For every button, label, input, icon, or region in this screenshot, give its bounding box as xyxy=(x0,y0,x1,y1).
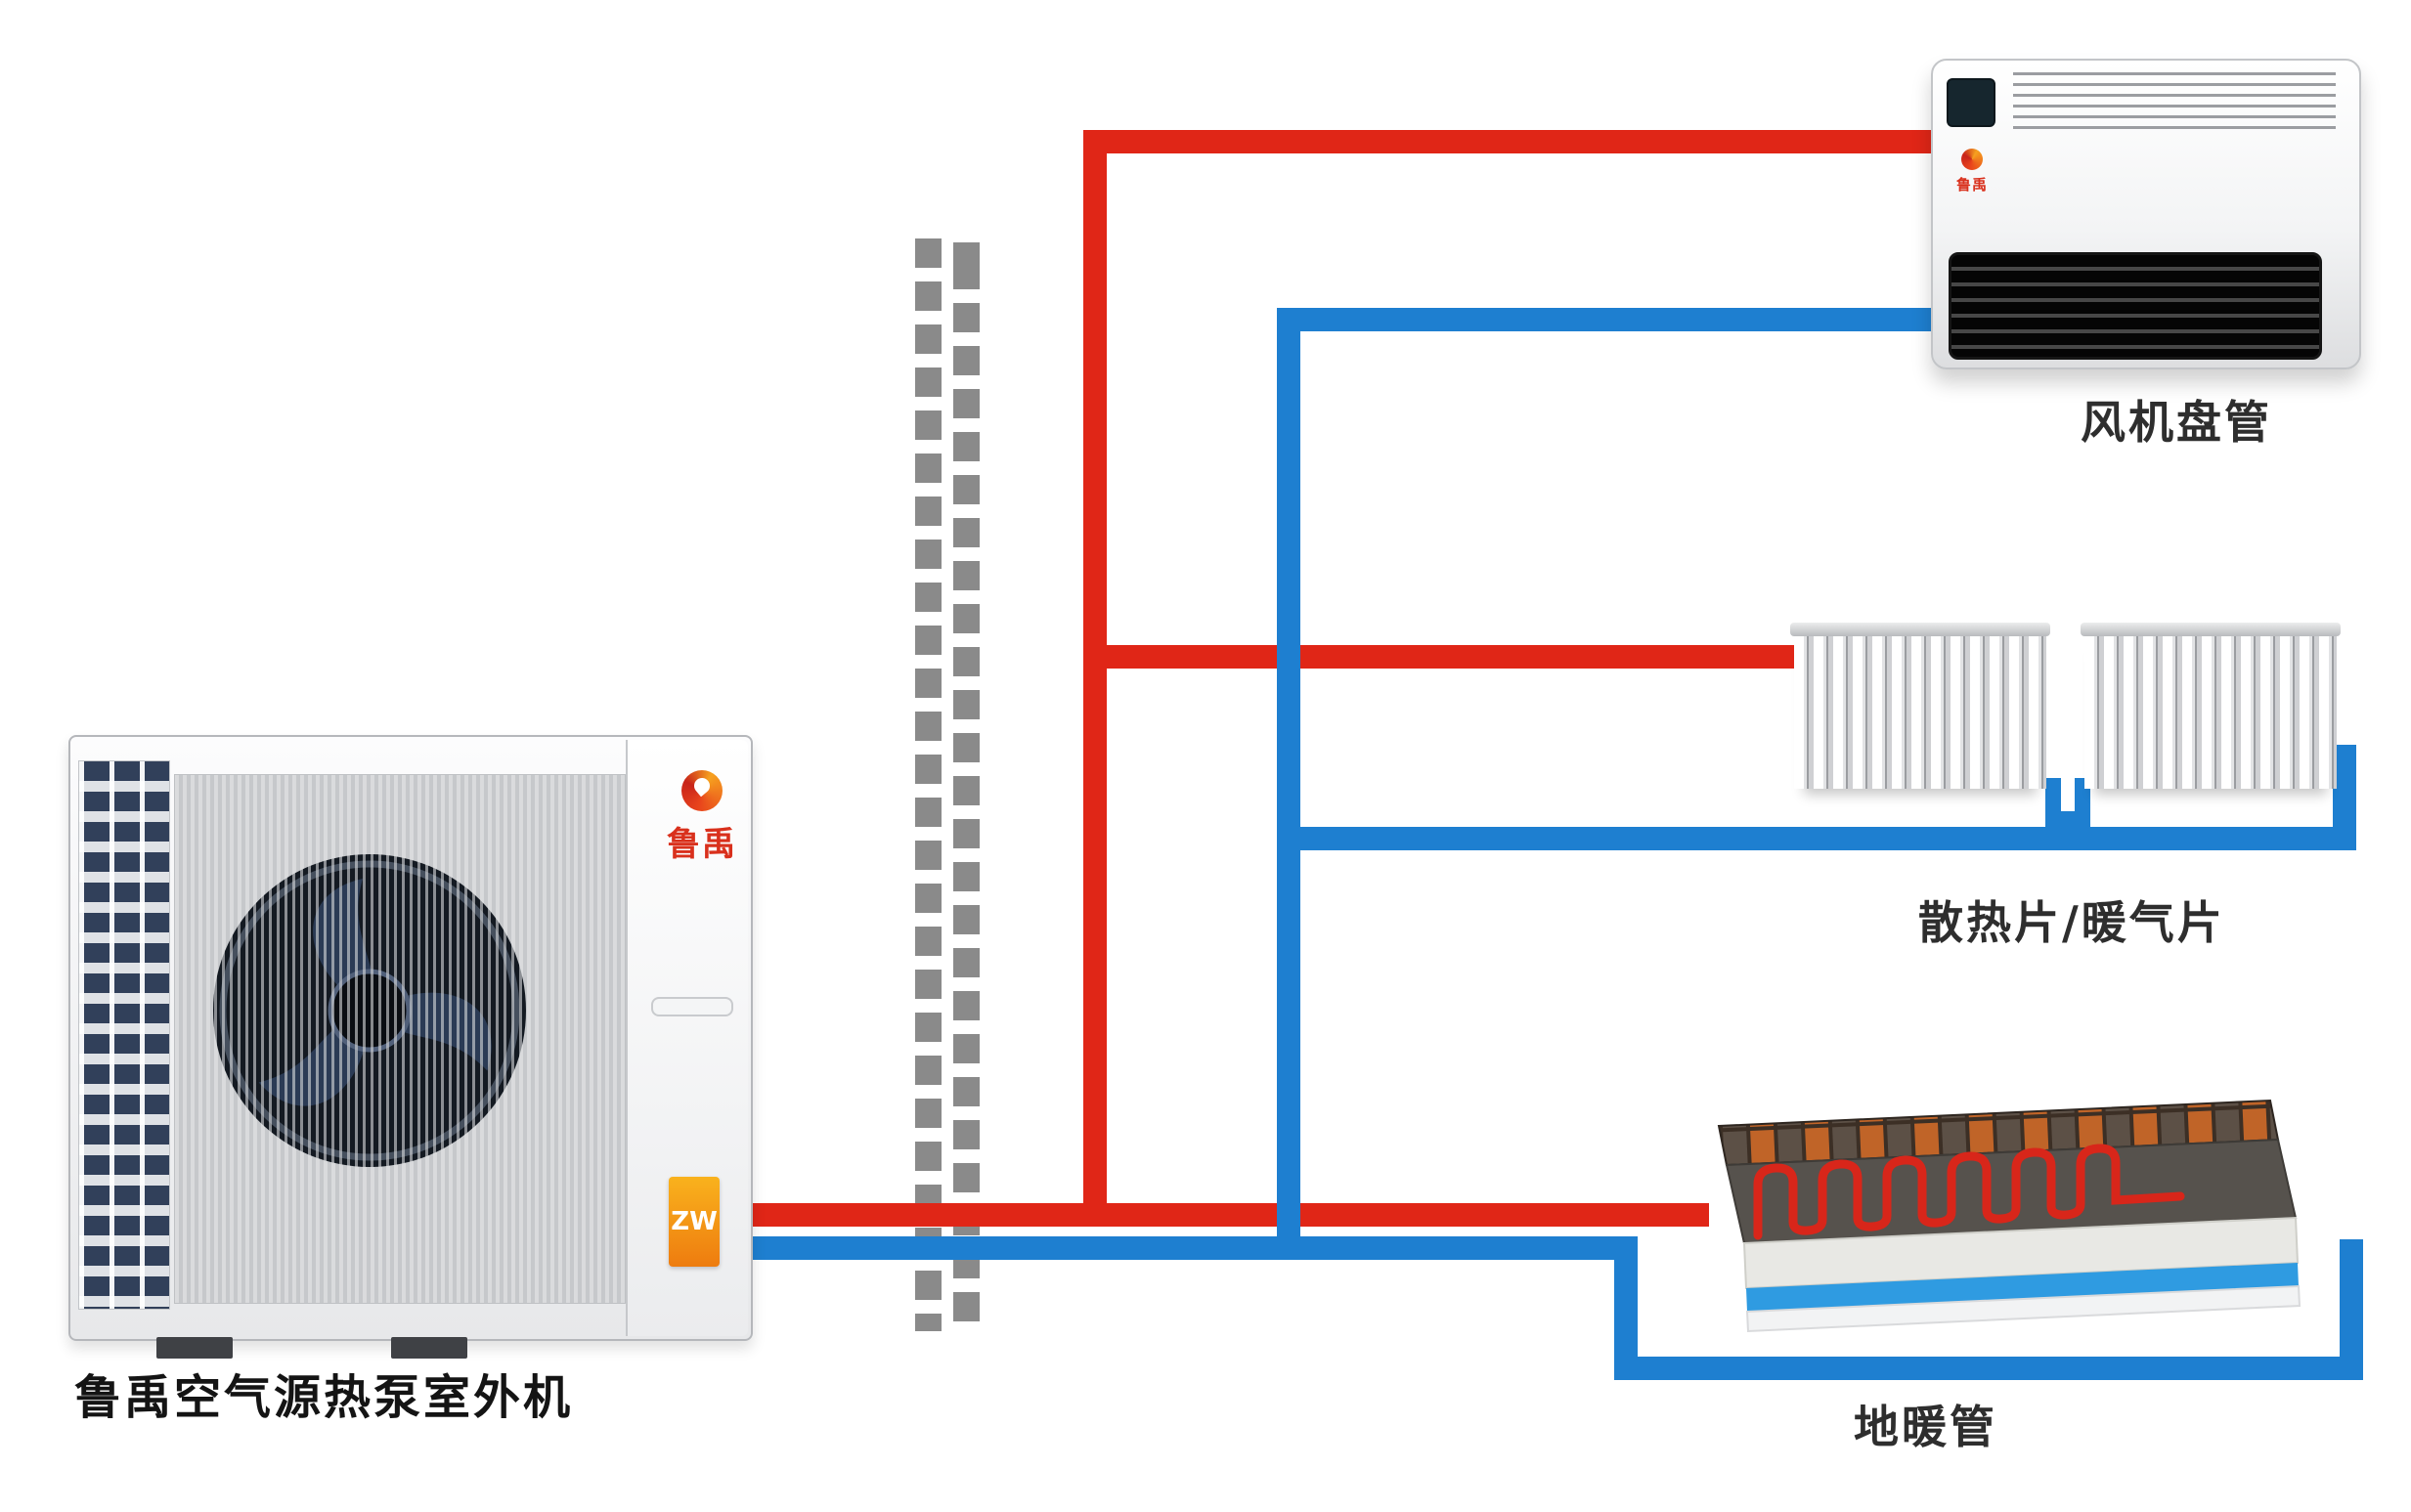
hot-pipe-main-riser xyxy=(1083,130,1946,1227)
unit-foot xyxy=(156,1337,233,1359)
radiator-left xyxy=(1790,623,2050,789)
label-outdoor-unit: 鲁禹空气源热泵室外机 xyxy=(74,1370,574,1425)
heat-pump-side-vent xyxy=(78,760,170,1310)
label-fan-coil: 风机盘管 xyxy=(2081,396,2272,449)
brand-logo-icon xyxy=(681,770,723,811)
zw-badge: ZW xyxy=(669,1177,720,1267)
outdoor-heat-pump-unit: 鲁禹 ZW xyxy=(68,735,753,1359)
fan-coil-outlet-grille xyxy=(1949,252,2322,360)
brand-logo-text: 鲁禹 xyxy=(667,825,737,864)
brand-logo-icon xyxy=(1961,149,1983,170)
fan-coil-display-screen xyxy=(1947,78,1995,127)
radiator-right xyxy=(2081,623,2341,789)
cold-pipe-radiator-return xyxy=(1279,745,2356,850)
panel-handle-slot xyxy=(651,997,733,1016)
floor-heating-coil xyxy=(1753,1144,2185,1240)
wall-brick-column xyxy=(915,238,942,1331)
floor-insulation-layer xyxy=(1746,1263,2299,1312)
wall-brick-column xyxy=(953,238,980,1331)
radiator-connector-pipe xyxy=(2045,778,2090,827)
wall-partition xyxy=(915,238,980,1331)
brand-logo-text: 鲁禹 xyxy=(1955,176,1988,194)
fan-guard-grille xyxy=(175,775,625,1303)
fan-coil-top-vents xyxy=(2013,72,2336,133)
brand-logo: 鲁禹 xyxy=(1941,149,2003,194)
fan-coil-unit: 鲁禹 xyxy=(1931,59,2361,369)
floor-heating-panel xyxy=(1717,1099,2301,1333)
brand-logo: 鲁禹 xyxy=(643,770,761,865)
floor-base-layer xyxy=(1745,1284,2301,1333)
cold-pipe-main-riser xyxy=(1277,308,1944,1260)
cold-pipe-floor-return xyxy=(725,1236,2363,1380)
unit-foot xyxy=(391,1337,467,1359)
heat-pump-front-grille xyxy=(174,774,626,1304)
label-radiator: 散热片/暖气片 xyxy=(1918,896,2225,949)
label-floor-heating: 地暖管 xyxy=(1854,1401,1997,1453)
